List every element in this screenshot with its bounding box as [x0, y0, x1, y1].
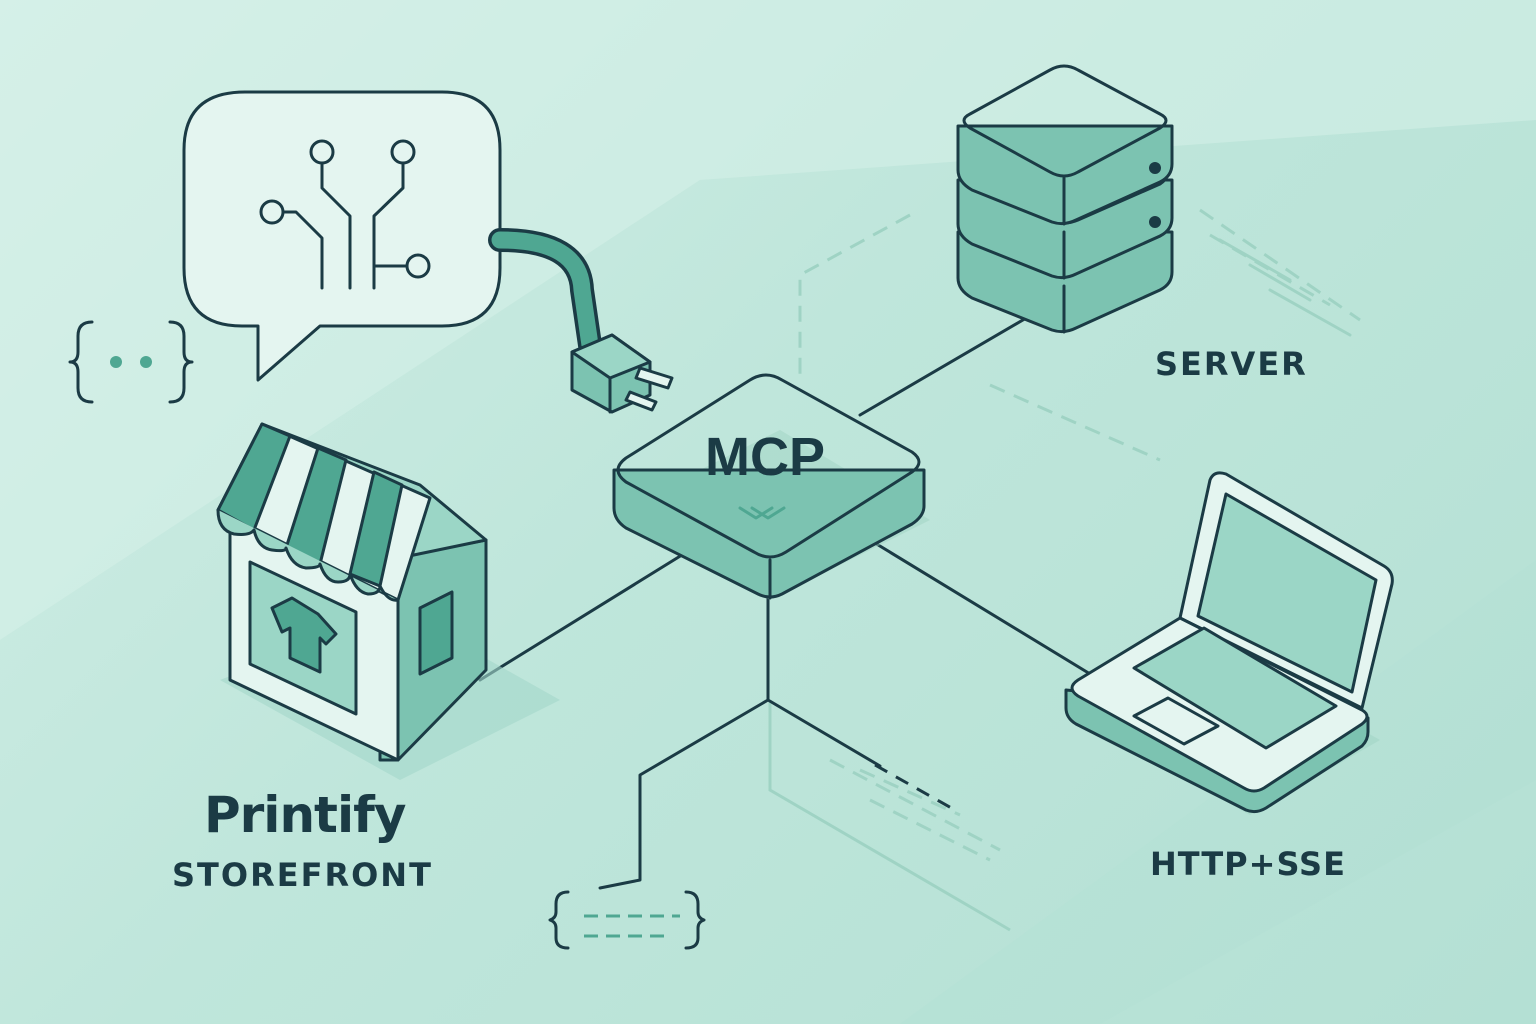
- http-sse-label: HTTP+SSE: [1150, 845, 1346, 883]
- t-shirt-icon: [270, 596, 338, 674]
- storefront-title: Printify: [204, 786, 406, 844]
- server-stack-icon: [956, 64, 1174, 334]
- link-branch: [766, 698, 882, 768]
- code-block-icon: [548, 890, 706, 950]
- background-band: [0, 560, 1536, 1024]
- ghost-lines: [768, 208, 1361, 932]
- link-server: [858, 308, 1042, 417]
- mcp-hub-label: MCP: [705, 427, 825, 487]
- plug-icon: [488, 228, 674, 414]
- mcp-hub-icon[interactable]: [612, 373, 930, 600]
- link-laptop: [868, 538, 1102, 682]
- connection-lines: [478, 308, 1102, 890]
- motion-lines: [1218, 238, 1352, 337]
- code-braces-icon: [68, 320, 194, 404]
- link-code: [598, 596, 770, 890]
- storefront-subtitle: STOREFRONT: [172, 856, 433, 894]
- server-label: SERVER: [1155, 345, 1308, 383]
- laptop-icon: [1064, 471, 1394, 815]
- storefront-icon: [216, 422, 560, 780]
- link-storefront: [478, 548, 692, 682]
- link-branch-dashed: [874, 763, 956, 812]
- chat-bubble-circuit-icon: [182, 90, 502, 382]
